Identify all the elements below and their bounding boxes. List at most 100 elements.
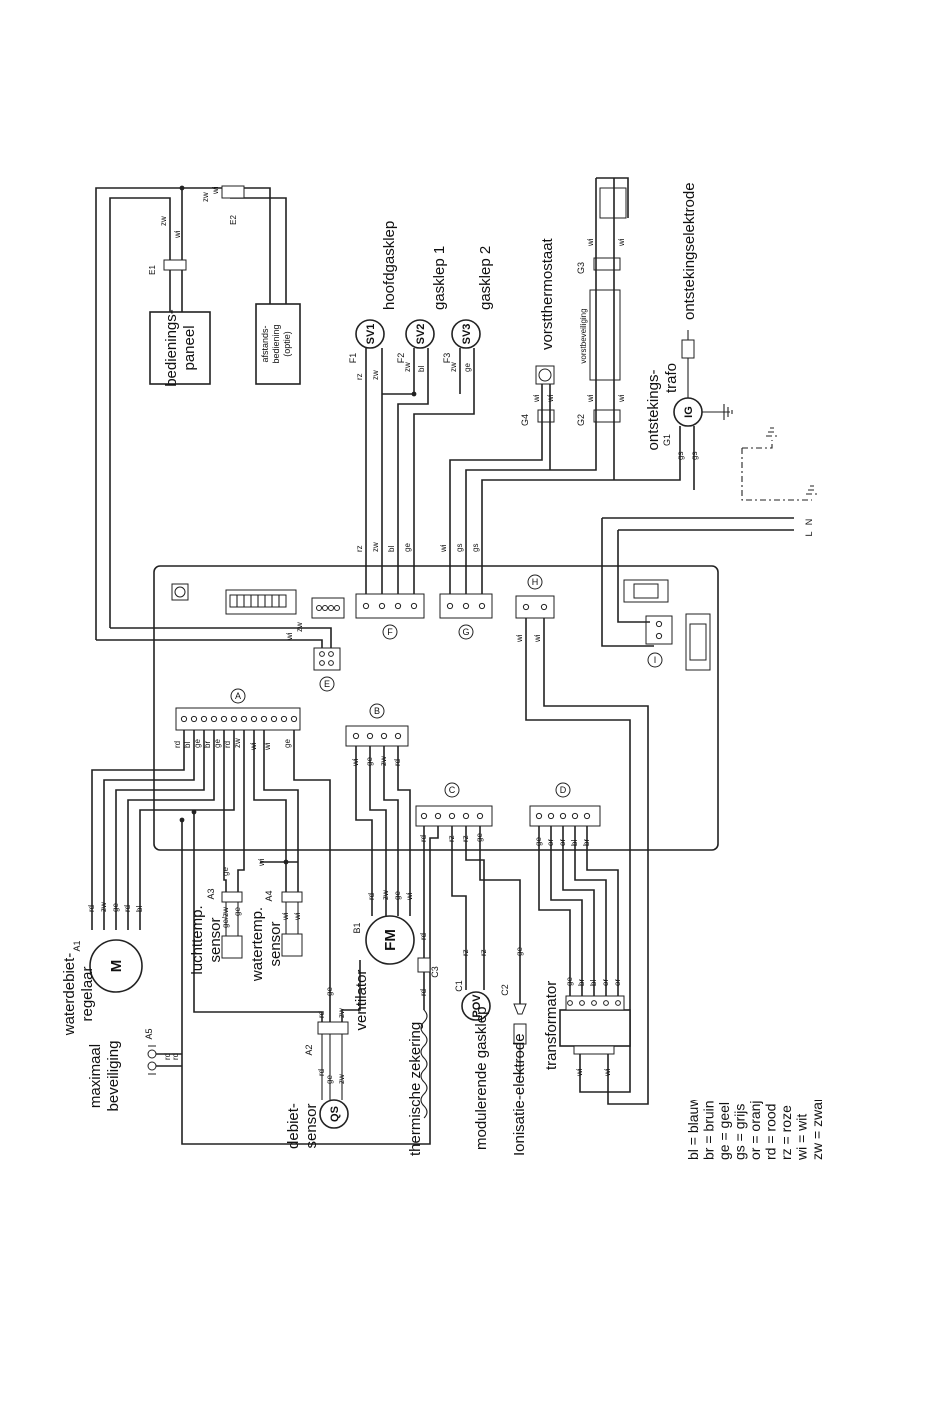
m-wire-bl: bl (135, 906, 144, 912)
legend-item: ge = geel (716, 1102, 732, 1160)
ig-ontstekingstrafo: IG ontstekings- trafo G1 (645, 363, 703, 451)
connector-b-label: B (374, 706, 380, 716)
f1-wire-zw: zw (371, 370, 380, 380)
a4-wire-wi-2: wi (293, 912, 302, 921)
legend-item: rz = roze (778, 1105, 794, 1160)
mains-n: N (804, 519, 814, 526)
gasklep2-label: gasklep 2 (477, 246, 494, 310)
m-symbol: M (108, 960, 125, 973)
a-wire-ge: ge (193, 739, 202, 748)
t-wire-wi-2: wi (603, 1068, 612, 1077)
t-wire-wi: wi (575, 1068, 584, 1077)
connector-b: B (345, 703, 409, 747)
connector-g-label: G (462, 627, 469, 637)
e1-id: E1 (148, 265, 157, 275)
a5-id: A5 (144, 1028, 154, 1039)
qs-debiet-sensor: QS debiet- sensor A2 rd ge zw rd ge zw (285, 987, 349, 1149)
a1-id: A1 (72, 940, 82, 951)
f-wire-bl: bl (387, 546, 396, 552)
bedieningspaneel: bedienings- paneel (149, 309, 211, 387)
connector-e-label: E (324, 679, 330, 689)
pov-modulerende-gasklep: POV modulerende gasklep C1 (454, 980, 491, 1150)
a3-id: A3 (206, 888, 216, 899)
c3-connector (417, 957, 431, 973)
transformator: transformator (543, 981, 631, 1070)
modulerende-gasklep-label: modulerende gasklep (473, 1007, 490, 1150)
t-wire-or-2: or (613, 979, 622, 986)
f3-wire-zw: zw (449, 362, 458, 372)
connector-d: D (529, 782, 601, 827)
g-wire-gs-a: gs (455, 544, 464, 552)
a2-wire-rd: rd (317, 1069, 326, 1076)
connector-d-label: D (560, 785, 567, 795)
g4-id: G4 (520, 414, 530, 426)
g1-wire-gs-a: gs (676, 452, 685, 460)
a-wire-ge-3: ge (283, 739, 292, 748)
legend-item: bl = blauw (686, 1100, 701, 1160)
a-wire-wi: wi (249, 742, 258, 751)
h-wire-wi-b: wi (533, 634, 542, 643)
c2-wire-ge: ge (515, 947, 524, 956)
a-wire-br: br (203, 741, 212, 748)
sv3-gasklep-2: SV3 gasklep 2 F3 (442, 246, 494, 363)
a5-wire-rd-2: rd (171, 1053, 180, 1060)
watertemp-label-1: watertemp. (249, 907, 266, 982)
a-wire-ge-2: ge (213, 739, 222, 748)
legend-item: zw = zwart (809, 1100, 825, 1160)
connector-c-label: C (449, 785, 456, 795)
debiet-label-1: debiet- (285, 1103, 302, 1149)
d-wire-br: br (582, 839, 591, 846)
f-wire-ge: ge (403, 543, 412, 552)
m-wire-ge: ge (111, 903, 120, 912)
g4-connector (537, 409, 555, 423)
d-wire-ge: ge (534, 837, 543, 846)
vorstbeveiliging-label: vorstbeveiliging (579, 308, 588, 363)
a-wire-rd-2: rd (223, 741, 232, 748)
fm-wire-ge: ge (393, 891, 402, 900)
connector-f: F (355, 593, 425, 640)
t-wire-bl: bl (589, 980, 598, 986)
legend-item: br = bruin (701, 1100, 717, 1160)
bedieningspaneel-label-1: bedienings- (163, 309, 180, 387)
sv2-symbol: SV2 (415, 324, 427, 345)
connector-h: H (515, 574, 555, 619)
f1-id: F1 (348, 353, 358, 364)
m-waterdebietregelaar: M waterdebiet- regelaar A1 (61, 939, 143, 1036)
ontstekingselektrode-label: ontstekingselektrode (681, 182, 698, 320)
fuse-holder-top (623, 579, 669, 603)
four-pin-header (311, 597, 345, 619)
c-wire-ge: ge (475, 833, 484, 842)
g3-id: G3 (576, 262, 586, 274)
g2-wire-wi-a: wi (586, 394, 595, 403)
a2-id: A2 (304, 1044, 314, 1055)
b1-id: B1 (352, 922, 362, 933)
a-wire-bl: bl (183, 742, 192, 748)
a4-wire-wi: wi (281, 912, 290, 921)
e1-wire-wi: wi (173, 230, 182, 239)
legend-item: rd = rood (763, 1104, 779, 1160)
c-wire-rz-2: rz (461, 835, 470, 842)
fuse-holder-bottom (685, 613, 711, 671)
m-wire-rd: rd (87, 905, 96, 912)
connector-e: E (313, 647, 341, 692)
g3-wire-wi-b: wi (617, 238, 626, 247)
e2-id: E2 (229, 215, 238, 225)
afstandsbediening-label-2: bediening (271, 324, 281, 363)
bedieningspaneel-label-2: paneel (181, 325, 198, 370)
t-wire-or: or (601, 979, 610, 986)
afstandsbediening-label-3: (optie) (282, 331, 292, 357)
b-wire-rd: rd (393, 759, 402, 766)
connector-g: G (439, 593, 493, 640)
a3-wire-gezw: ge/zw (221, 907, 230, 928)
vorstthermostaat-label: vorstthermostaat (539, 237, 556, 350)
ig-symbol: IG (683, 406, 695, 418)
f3-wire-ge: ge (463, 363, 472, 372)
b-wire-wi: wi (351, 758, 360, 767)
sv3-symbol: SV3 (461, 324, 473, 345)
ontstekingstrafo-label-1: ontstekings- (645, 370, 662, 451)
connector-f-label: F (387, 627, 393, 637)
connector-i: I (645, 615, 673, 668)
gasklep1-label: gasklep 1 (431, 246, 448, 310)
g3-wire-wi-a: wi (586, 238, 595, 247)
waterdebietregelaar-label-2: regelaar (79, 966, 96, 1021)
